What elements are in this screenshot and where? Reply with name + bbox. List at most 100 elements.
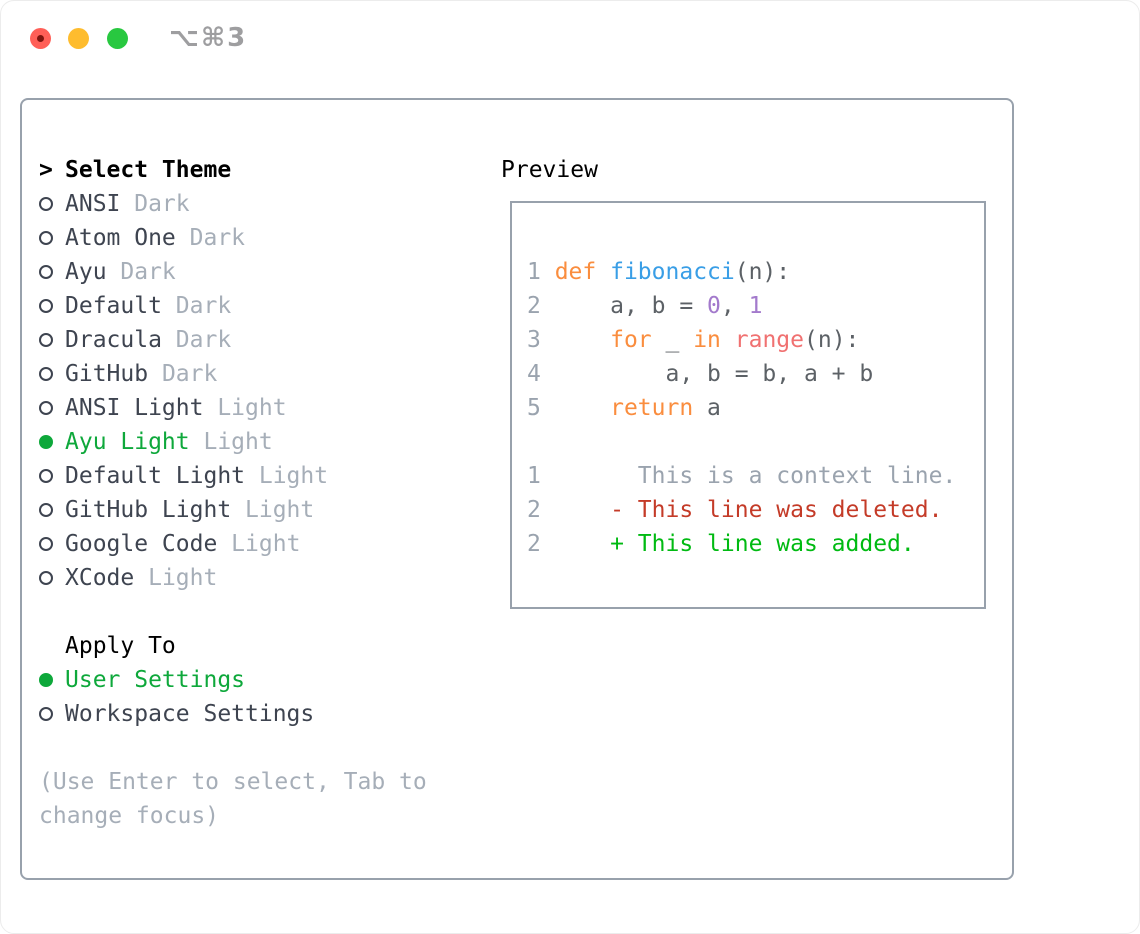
- code-line: 2 a, b = 0, 1: [527, 289, 956, 323]
- preview-header-label: Preview: [501, 157, 598, 183]
- radio-icon: [39, 571, 53, 585]
- keyboard-shortcut-label: ⌥⌘3: [169, 23, 248, 53]
- line-number: 4: [527, 361, 555, 387]
- theme-variant-tag: Dark: [161, 327, 232, 353]
- code-token: _: [651, 327, 694, 353]
- line-number: 2: [527, 497, 555, 523]
- theme-variant-tag: Dark: [120, 191, 190, 217]
- theme-option-ayu[interactable]: Ayu Dark: [39, 255, 489, 289]
- theme-name: GitHub: [65, 361, 149, 387]
- theme-option-default-light[interactable]: Default Light Light: [39, 459, 489, 493]
- radio-icon: [39, 231, 53, 245]
- theme-option-google-code[interactable]: Google Code Light: [39, 527, 489, 561]
- theme-name: Ayu: [65, 259, 107, 285]
- code-token: def: [554, 259, 597, 285]
- diff-text: + This line was added.: [554, 531, 915, 557]
- theme-option-github[interactable]: GitHub Dark: [39, 357, 489, 391]
- code-token: [555, 327, 610, 353]
- radio-selected-icon: [39, 435, 53, 449]
- zoom-button[interactable]: [107, 28, 128, 49]
- theme-variant-tag: Light: [134, 565, 218, 591]
- theme-option-ansi-light[interactable]: ANSI Light Light: [39, 391, 489, 425]
- diff-line-added: 2 + This line was added.: [527, 527, 956, 561]
- code-token: for: [610, 327, 652, 353]
- apply-to-header-label: Apply To: [65, 633, 176, 659]
- theme-option-github-light[interactable]: GitHub Light Light: [39, 493, 489, 527]
- theme-variant-tag: Dark: [106, 259, 176, 285]
- apply-option-user-settings[interactable]: User Settings: [39, 663, 489, 697]
- radio-icon: [39, 299, 53, 313]
- radio-icon: [39, 265, 53, 279]
- spacer: [39, 731, 489, 765]
- line-number: 1: [527, 463, 555, 489]
- theme-option-dracula[interactable]: Dracula Dark: [39, 323, 489, 357]
- titlebar: ⌥⌘3: [1, 1, 1139, 77]
- help-text-line: (Use Enter to select, Tab to: [39, 769, 427, 795]
- radio-icon: [39, 469, 53, 483]
- theme-option-ayu-light[interactable]: Ayu Light Light: [39, 425, 489, 459]
- code-token: ,: [720, 293, 749, 319]
- theme-variant-tag: Light: [203, 395, 287, 421]
- theme-option-xcode[interactable]: XCode Light: [39, 561, 489, 595]
- code-token: [596, 259, 610, 285]
- theme-option-atom-one[interactable]: Atom One Dark: [39, 221, 489, 255]
- code-token: 0: [707, 293, 721, 319]
- select-theme-header: > Select Theme: [39, 153, 489, 187]
- line-number: 2: [527, 531, 555, 557]
- radio-icon: [39, 537, 53, 551]
- theme-variant-tag: Light: [189, 429, 273, 455]
- apply-option-workspace-settings[interactable]: Workspace Settings: [39, 697, 489, 731]
- theme-name: Dracula: [65, 327, 162, 353]
- apply-option-label: Workspace Settings: [65, 701, 315, 727]
- focus-caret-icon: >: [39, 157, 53, 183]
- theme-variant-tag: Light: [231, 497, 315, 523]
- theme-name: Default Light: [65, 463, 246, 489]
- apply-to-header: Apply To: [39, 629, 489, 663]
- theme-variant-tag: Light: [217, 531, 301, 557]
- diff-line-deleted: 2 - This line was deleted.: [527, 493, 956, 527]
- theme-name: Atom One: [65, 225, 176, 251]
- diff-text: This is a context line.: [554, 463, 957, 489]
- apply-option-label: User Settings: [65, 667, 246, 693]
- theme-name: GitHub Light: [65, 497, 232, 523]
- code-token: [555, 395, 610, 421]
- help-text-line: change focus): [39, 803, 220, 829]
- code-token: (n):: [734, 259, 791, 285]
- close-button-dot: [37, 35, 44, 42]
- radio-icon: [39, 367, 53, 381]
- line-number: 5: [527, 395, 555, 421]
- minimize-button[interactable]: [68, 28, 89, 49]
- code-line: 5 return a: [527, 391, 956, 425]
- code-line: 3 for _ in range(n):: [527, 323, 956, 357]
- radio-icon: [39, 503, 53, 517]
- code-token: return: [610, 395, 694, 421]
- code-token: 1: [748, 293, 763, 319]
- theme-option-default[interactable]: Default Dark: [39, 289, 489, 323]
- code-token: a: [693, 395, 721, 421]
- radio-icon: [39, 333, 53, 347]
- theme-name: ANSI: [65, 191, 121, 217]
- theme-name: Ayu Light: [65, 429, 190, 455]
- code-token: a, b = b, a + b: [554, 361, 874, 387]
- line-number: 1: [527, 259, 555, 285]
- radio-icon: [39, 197, 53, 211]
- code-token: [721, 327, 735, 353]
- help-text: (Use Enter to select, Tab to change focus…: [39, 765, 489, 833]
- radio-icon: [39, 707, 53, 721]
- diff-line-context: 1 This is a context line.: [527, 459, 956, 493]
- theme-variant-tag: Light: [245, 463, 329, 489]
- spacer: [39, 595, 489, 629]
- code-token: a, b =: [554, 293, 708, 319]
- theme-option-ansi[interactable]: ANSI Dark: [39, 187, 489, 221]
- code-token: (n):: [804, 327, 860, 353]
- close-button[interactable]: [30, 28, 51, 49]
- select-theme-header-label: Select Theme: [65, 157, 232, 183]
- theme-name: ANSI Light: [65, 395, 204, 421]
- code-line: 4 a, b = b, a + b: [527, 357, 956, 391]
